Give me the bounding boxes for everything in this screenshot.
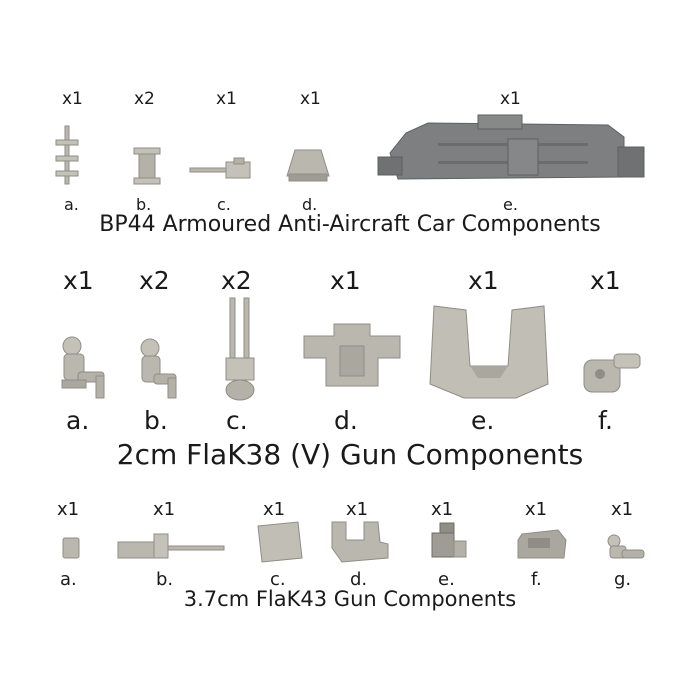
row3-part-e-label: e. [438,569,455,590]
row2-part-d-label: d. [334,406,358,435]
gun-shield-part-image [429,305,549,399]
row1-part-e-label: e. [503,195,518,214]
row2-part-a-label: a. [66,406,90,435]
row2-part-b-qty: x2 [139,266,170,295]
gun-base-part-image [517,529,567,559]
row3-part-f-label: f. [531,569,542,590]
row3-part-d-qty: x1 [346,499,369,520]
row2-part-e-qty: x1 [468,266,499,295]
armoured-car-part-image [377,114,645,180]
mast-part-image [55,125,79,185]
seated-crew-part-image [61,336,105,399]
row1-part-b-label: b. [136,195,152,214]
row3-part-g-label: g. [614,569,632,590]
row1-part-e-qty: x1 [500,89,521,109]
spool-part-image [133,147,161,185]
row2-part-f-label: f. [598,406,613,435]
row2-part-c-label: c. [226,406,248,435]
cradle-part-image [331,521,389,563]
row3-part-c-qty: x1 [263,499,286,520]
turret-part-image [286,149,330,182]
row2-part-a-qty: x1 [63,266,94,295]
crew-figure-part-image [607,534,645,559]
row3-part-f-qty: x1 [525,499,548,520]
row3-part-c-label: c. [270,569,286,590]
row3-part-e-qty: x1 [431,499,454,520]
row3-part-g-qty: x1 [611,499,634,520]
barrel-assembly-part-image [189,157,251,179]
row1-part-d-qty: x1 [300,89,321,109]
row2-part-e-label: e. [471,406,495,435]
gun-mount-part-image [303,323,401,387]
row2-part-b-label: b. [144,406,168,435]
seated-crew-2-part-image [140,338,177,399]
shield-plate-part-image [257,521,303,563]
row1-part-a-label: a. [64,195,79,214]
row1-part-d-label: d. [302,195,318,214]
row3-part-d-label: d. [350,569,368,590]
row1-part-a-qty: x1 [62,89,83,109]
twin-barrel-part-image [225,297,255,401]
row1-part-c-qty: x1 [216,89,237,109]
row2-part-c-qty: x2 [221,266,252,295]
breech-part-image [431,522,467,558]
row1-title: BP44 Armoured Anti-Aircraft Car Componen… [99,212,601,237]
row3-part-a-label: a. [60,569,77,590]
row2-title: 2cm FlaK38 (V) Gun Components [116,438,584,471]
row3-part-a-qty: x1 [57,499,80,520]
row1-part-c-label: c. [217,195,231,214]
row1-part-b-qty: x2 [134,89,155,109]
long-barrel-part-image [117,533,225,559]
bracket-part-image [583,353,641,393]
row3-part-b-label: b. [156,569,174,590]
row3-part-b-qty: x1 [153,499,176,520]
row2-part-f-qty: x1 [590,266,621,295]
small-block-part-image [62,537,80,559]
row3-title: 3.7cm FlaK43 Gun Components [183,587,517,611]
row2-part-d-qty: x1 [330,266,361,295]
